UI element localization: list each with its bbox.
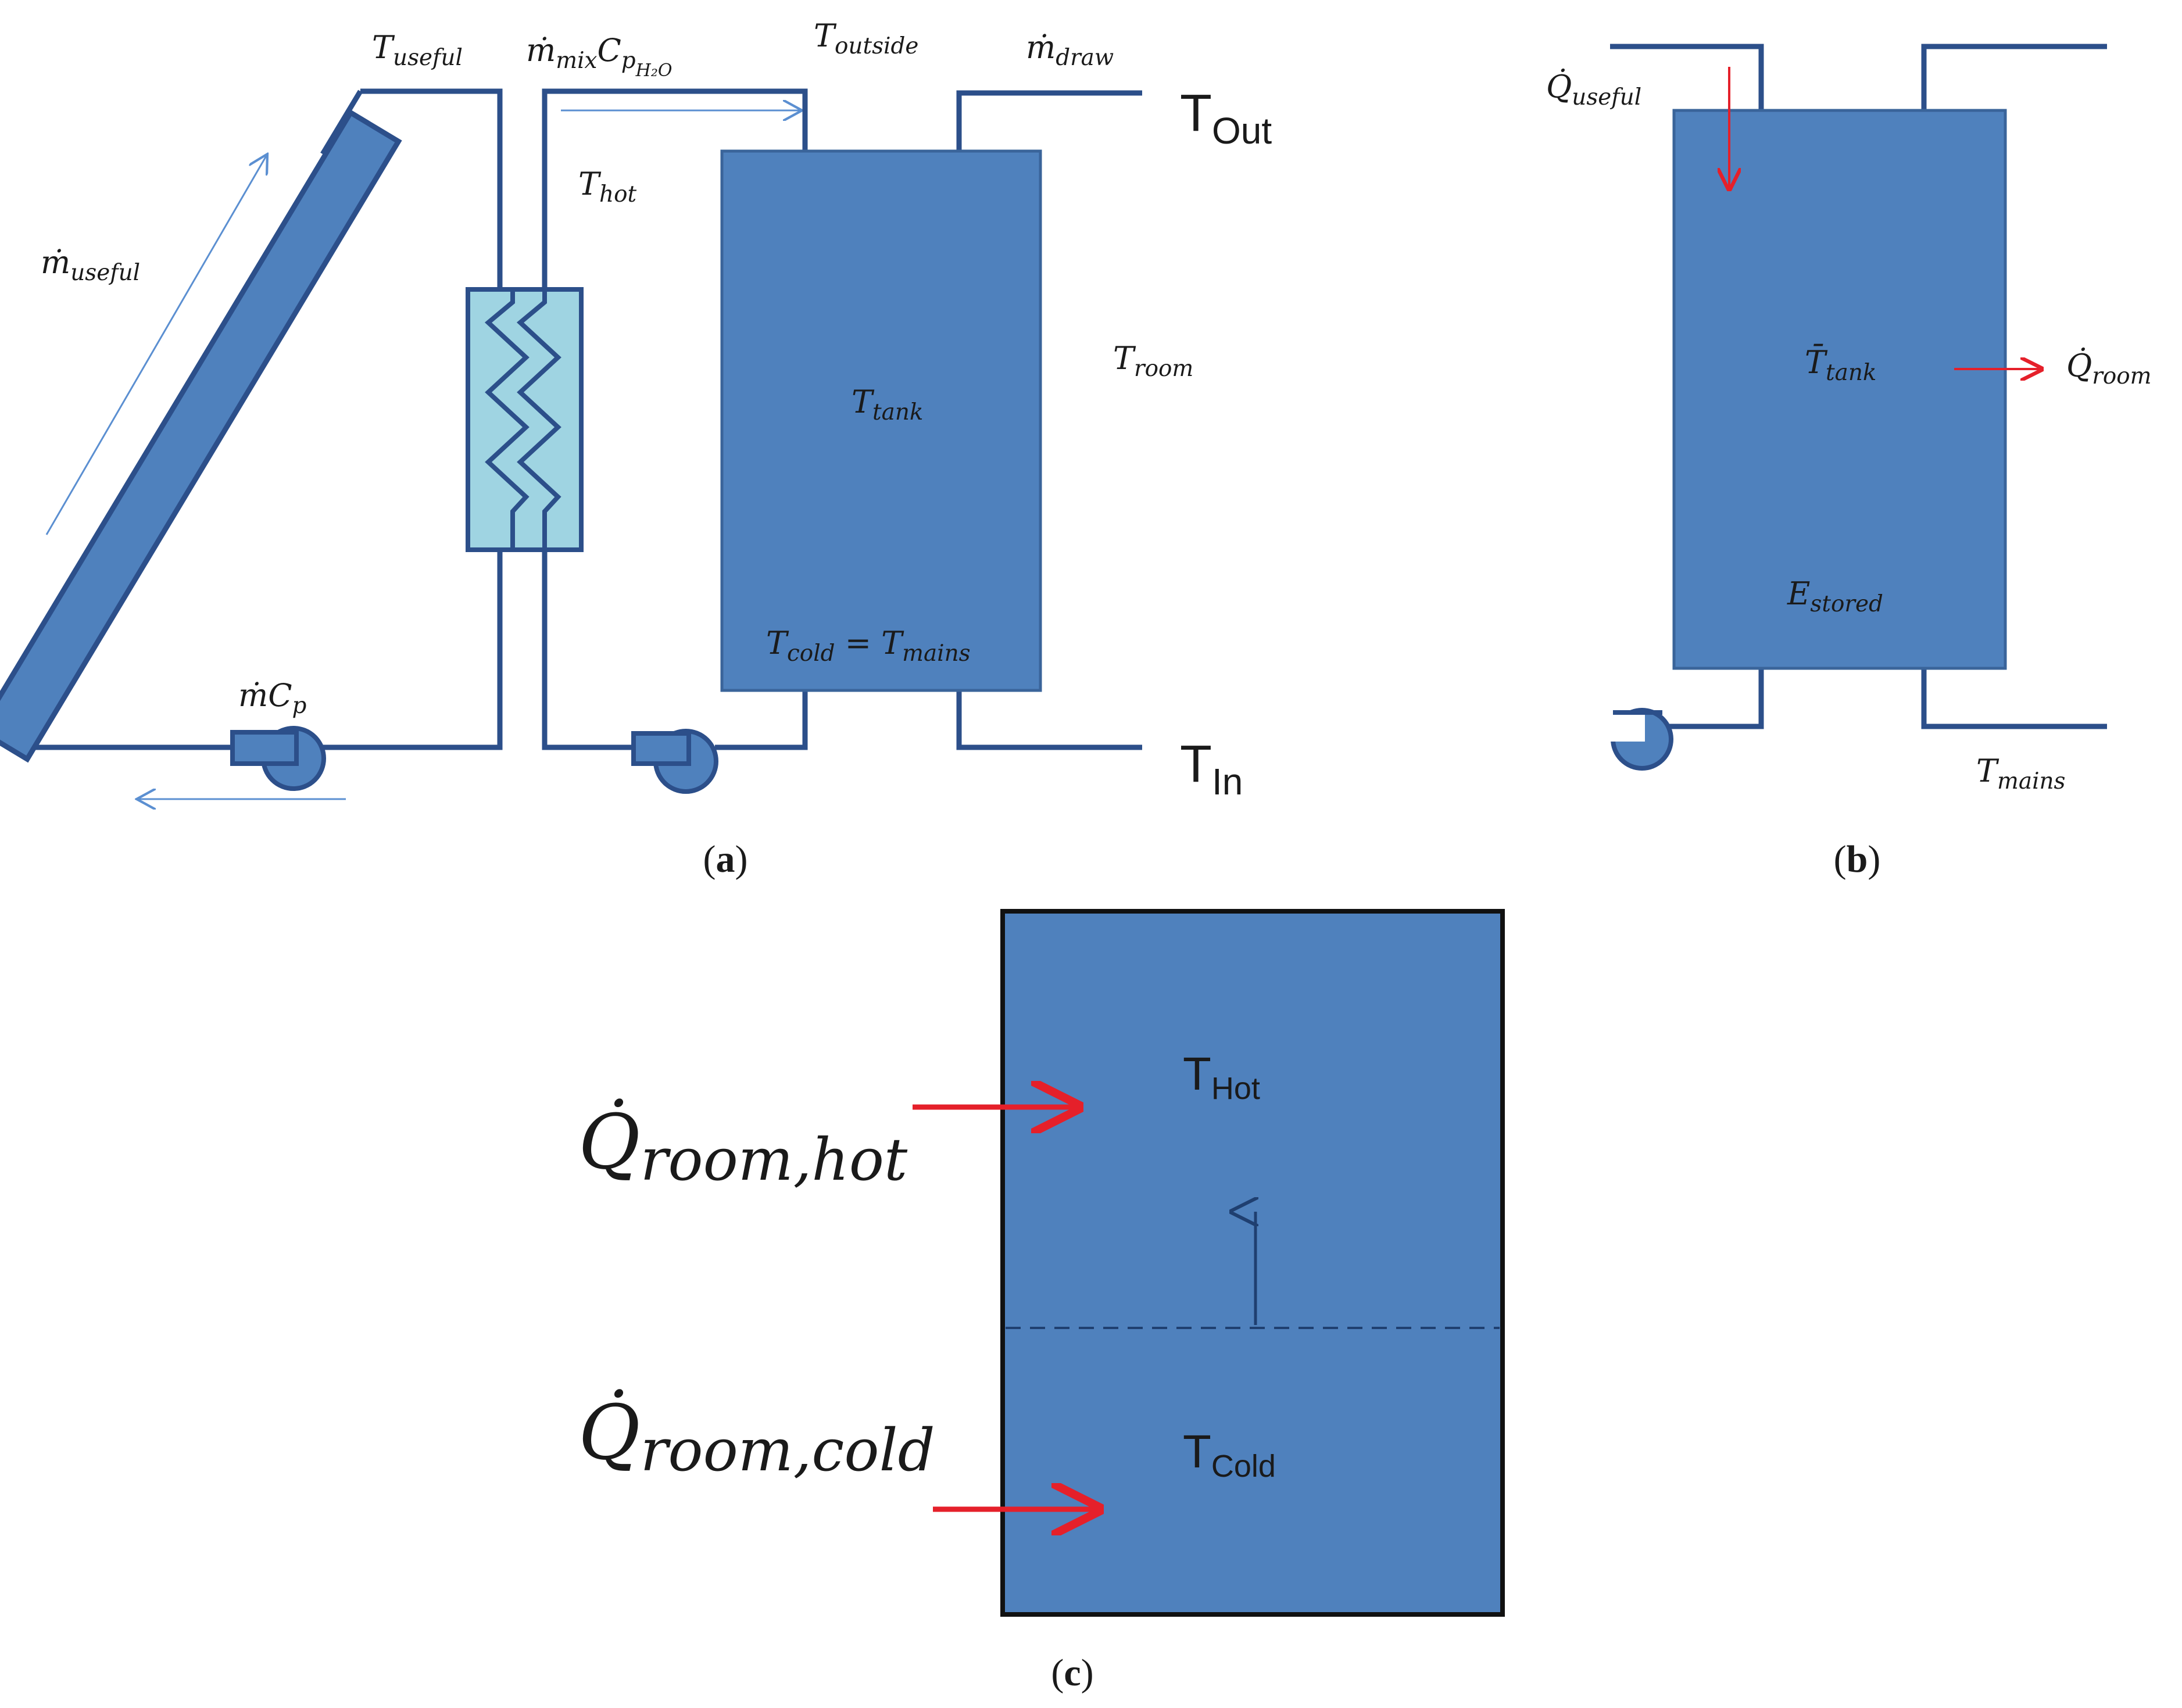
collector-pump	[230, 726, 326, 791]
heat-exchanger	[466, 287, 584, 552]
panel-a: Tuseful ṁmixCpH₂O Toutside ṁdraw TOut Th…	[0, 17, 1272, 880]
label-m-mix-cp: ṁmixCpH₂O	[526, 32, 672, 81]
collector-flow-arrow	[45, 154, 267, 535]
caption-b: (b)	[1834, 838, 1881, 880]
panel-c: Q̇room,hot Q̇room,cold THot TCold (c)	[578, 909, 1505, 1694]
tank-loop-pipe	[542, 88, 808, 750]
label-t-room: Troom	[1113, 340, 1193, 382]
label-t-in: TIn	[1180, 735, 1243, 803]
label-q-room: Q̇room	[2066, 347, 2152, 389]
pump-b	[1587, 708, 1673, 771]
label-e-stored: Estored	[1787, 575, 1883, 617]
label-t-useful: Tuseful	[372, 29, 463, 71]
label-t-hot: Thot	[578, 166, 636, 207]
tank-b	[1672, 109, 2007, 670]
draw-pipe	[956, 90, 1142, 750]
tank-b-pipes	[1610, 44, 2107, 729]
label-t-cold-mains: Tcold = Tmains	[766, 625, 971, 667]
label-q-room-hot: Q̇room,hot	[578, 1098, 908, 1194]
caption-a: (a)	[703, 838, 748, 880]
label-m-cp: ṁCp	[238, 677, 306, 719]
label-m-draw: ṁdraw	[1026, 29, 1114, 71]
panel-b: Q̇useful T̄tank Q̇room Estored Tmains (b…	[1546, 44, 2152, 880]
storage-tank	[720, 149, 1042, 692]
label-q-useful: Q̇useful	[1546, 68, 1641, 110]
label-t-hot-c: THot	[1183, 1048, 1260, 1106]
label-t-tank: Ttank	[852, 384, 923, 425]
label-q-room-cold: Q̇room,cold	[578, 1388, 935, 1484]
solar-collector	[0, 109, 402, 763]
caption-c: (c)	[1051, 1652, 1093, 1694]
label-t-tank-avg: T̄tank	[1805, 343, 1876, 386]
label-t-outside: Toutside	[814, 17, 918, 59]
label-t-out: TOut	[1180, 84, 1272, 152]
label-t-mains: Tmains	[1976, 753, 2066, 794]
tank-pump	[631, 729, 718, 794]
label-t-cold-c: TCold	[1183, 1426, 1276, 1484]
label-m-useful: ṁuseful	[41, 244, 140, 286]
